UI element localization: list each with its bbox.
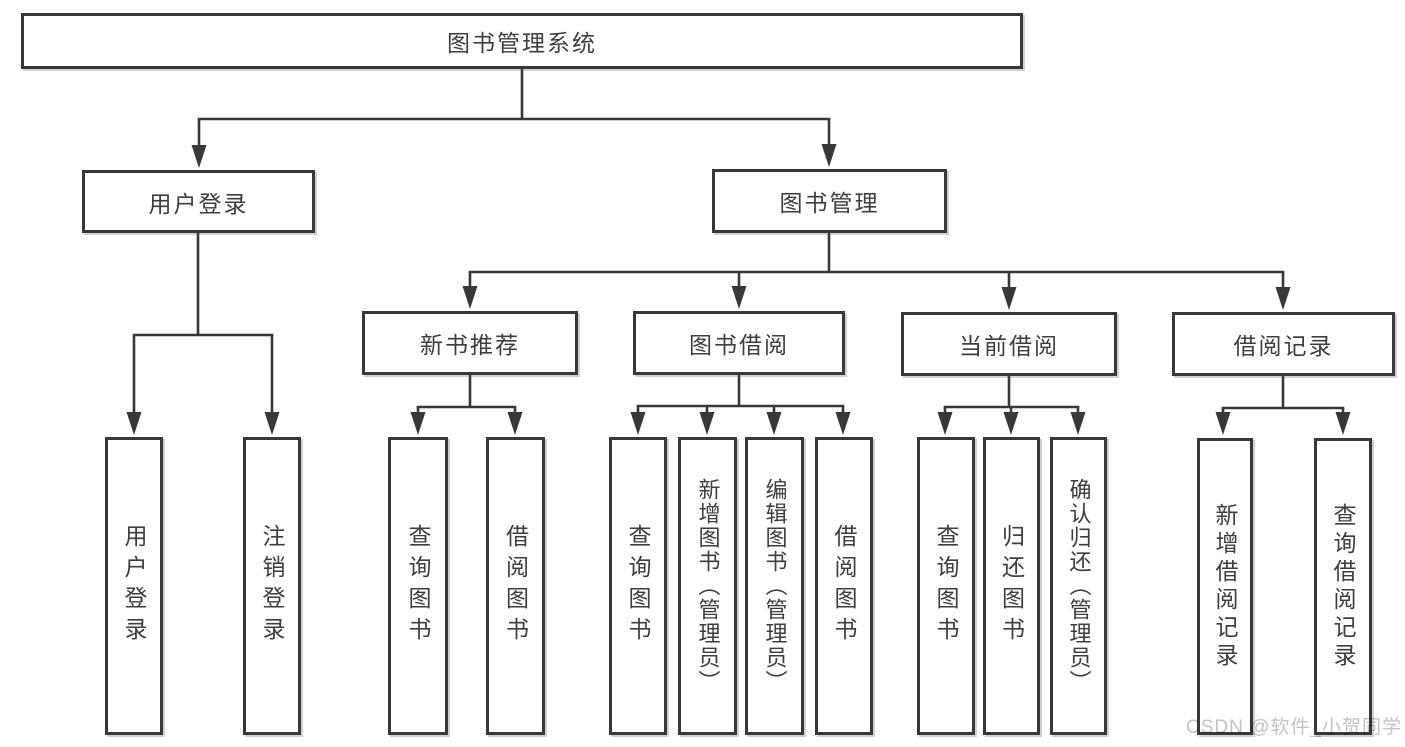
node-root: 图书管理系统: [21, 13, 1023, 69]
leaf-edit-books-admin: 编辑图书（管理员）: [745, 437, 804, 735]
leaf-query-borrow-record: 查询借阅记录: [1314, 438, 1372, 735]
node-new-book-recommend-label: 新书推荐: [420, 332, 520, 358]
node-user-login: 用户登录: [82, 170, 315, 233]
leaf-query-books-recommend-label: 查询图书: [405, 524, 431, 648]
node-book-borrow-label: 图书借阅: [689, 332, 789, 358]
leaf-borrow-books-recommend: 借阅图书: [486, 437, 545, 735]
node-new-book-recommend: 新书推荐: [362, 311, 578, 375]
leaf-query-books-borrow-label: 查询图书: [625, 524, 651, 648]
leaf-add-borrow-record-label: 新增借阅记录: [1212, 502, 1238, 671]
leaf-confirm-return-admin: 确认归还（管理员）: [1050, 437, 1107, 735]
leaf-return-books: 归还图书: [983, 437, 1040, 735]
leaf-query-borrow-record-label: 查询借阅记录: [1330, 502, 1356, 671]
leaf-borrow-books-label: 借阅图书: [831, 524, 857, 648]
leaf-user-login-label: 用户登录: [121, 524, 147, 648]
leaf-logout-label: 注销登录: [259, 524, 285, 648]
node-current-borrow: 当前借阅: [901, 312, 1117, 376]
leaf-user-login: 用户登录: [105, 437, 163, 735]
leaf-borrow-books: 借阅图书: [815, 437, 873, 735]
leaf-edit-books-admin-label: 编辑图书（管理员）: [762, 478, 788, 694]
leaf-return-books-label: 归还图书: [998, 524, 1025, 648]
leaf-add-borrow-record: 新增借阅记录: [1197, 438, 1253, 735]
leaf-query-books-current: 查询图书: [917, 437, 975, 735]
leaf-confirm-return-admin-label: 确认归还（管理员）: [1066, 478, 1092, 694]
node-book-management: 图书管理: [712, 169, 947, 233]
node-borrow-records: 借阅记录: [1172, 312, 1395, 376]
node-borrow-records-label: 借阅记录: [1233, 333, 1334, 359]
leaf-query-books-borrow: 查询图书: [609, 437, 667, 735]
leaf-logout: 注销登录: [243, 437, 301, 735]
leaf-query-books-recommend: 查询图书: [388, 437, 448, 735]
node-user-login-label: 用户登录: [148, 190, 249, 217]
leaf-borrow-books-recommend-label: 借阅图书: [502, 524, 529, 648]
csdn-watermark: CSDN @软件_小贺同学: [1186, 717, 1402, 738]
leaf-query-books-current-label: 查询图书: [933, 524, 959, 648]
leaf-add-books-admin: 新增图书（管理员）: [678, 437, 737, 735]
node-book-management-label: 图书管理: [779, 190, 880, 216]
node-book-borrow: 图书借阅: [633, 311, 845, 375]
node-root-label: 图书管理系统: [447, 30, 597, 56]
node-current-borrow-label: 当前借阅: [959, 333, 1059, 359]
leaf-add-books-admin-label: 新增图书（管理员）: [695, 478, 721, 694]
